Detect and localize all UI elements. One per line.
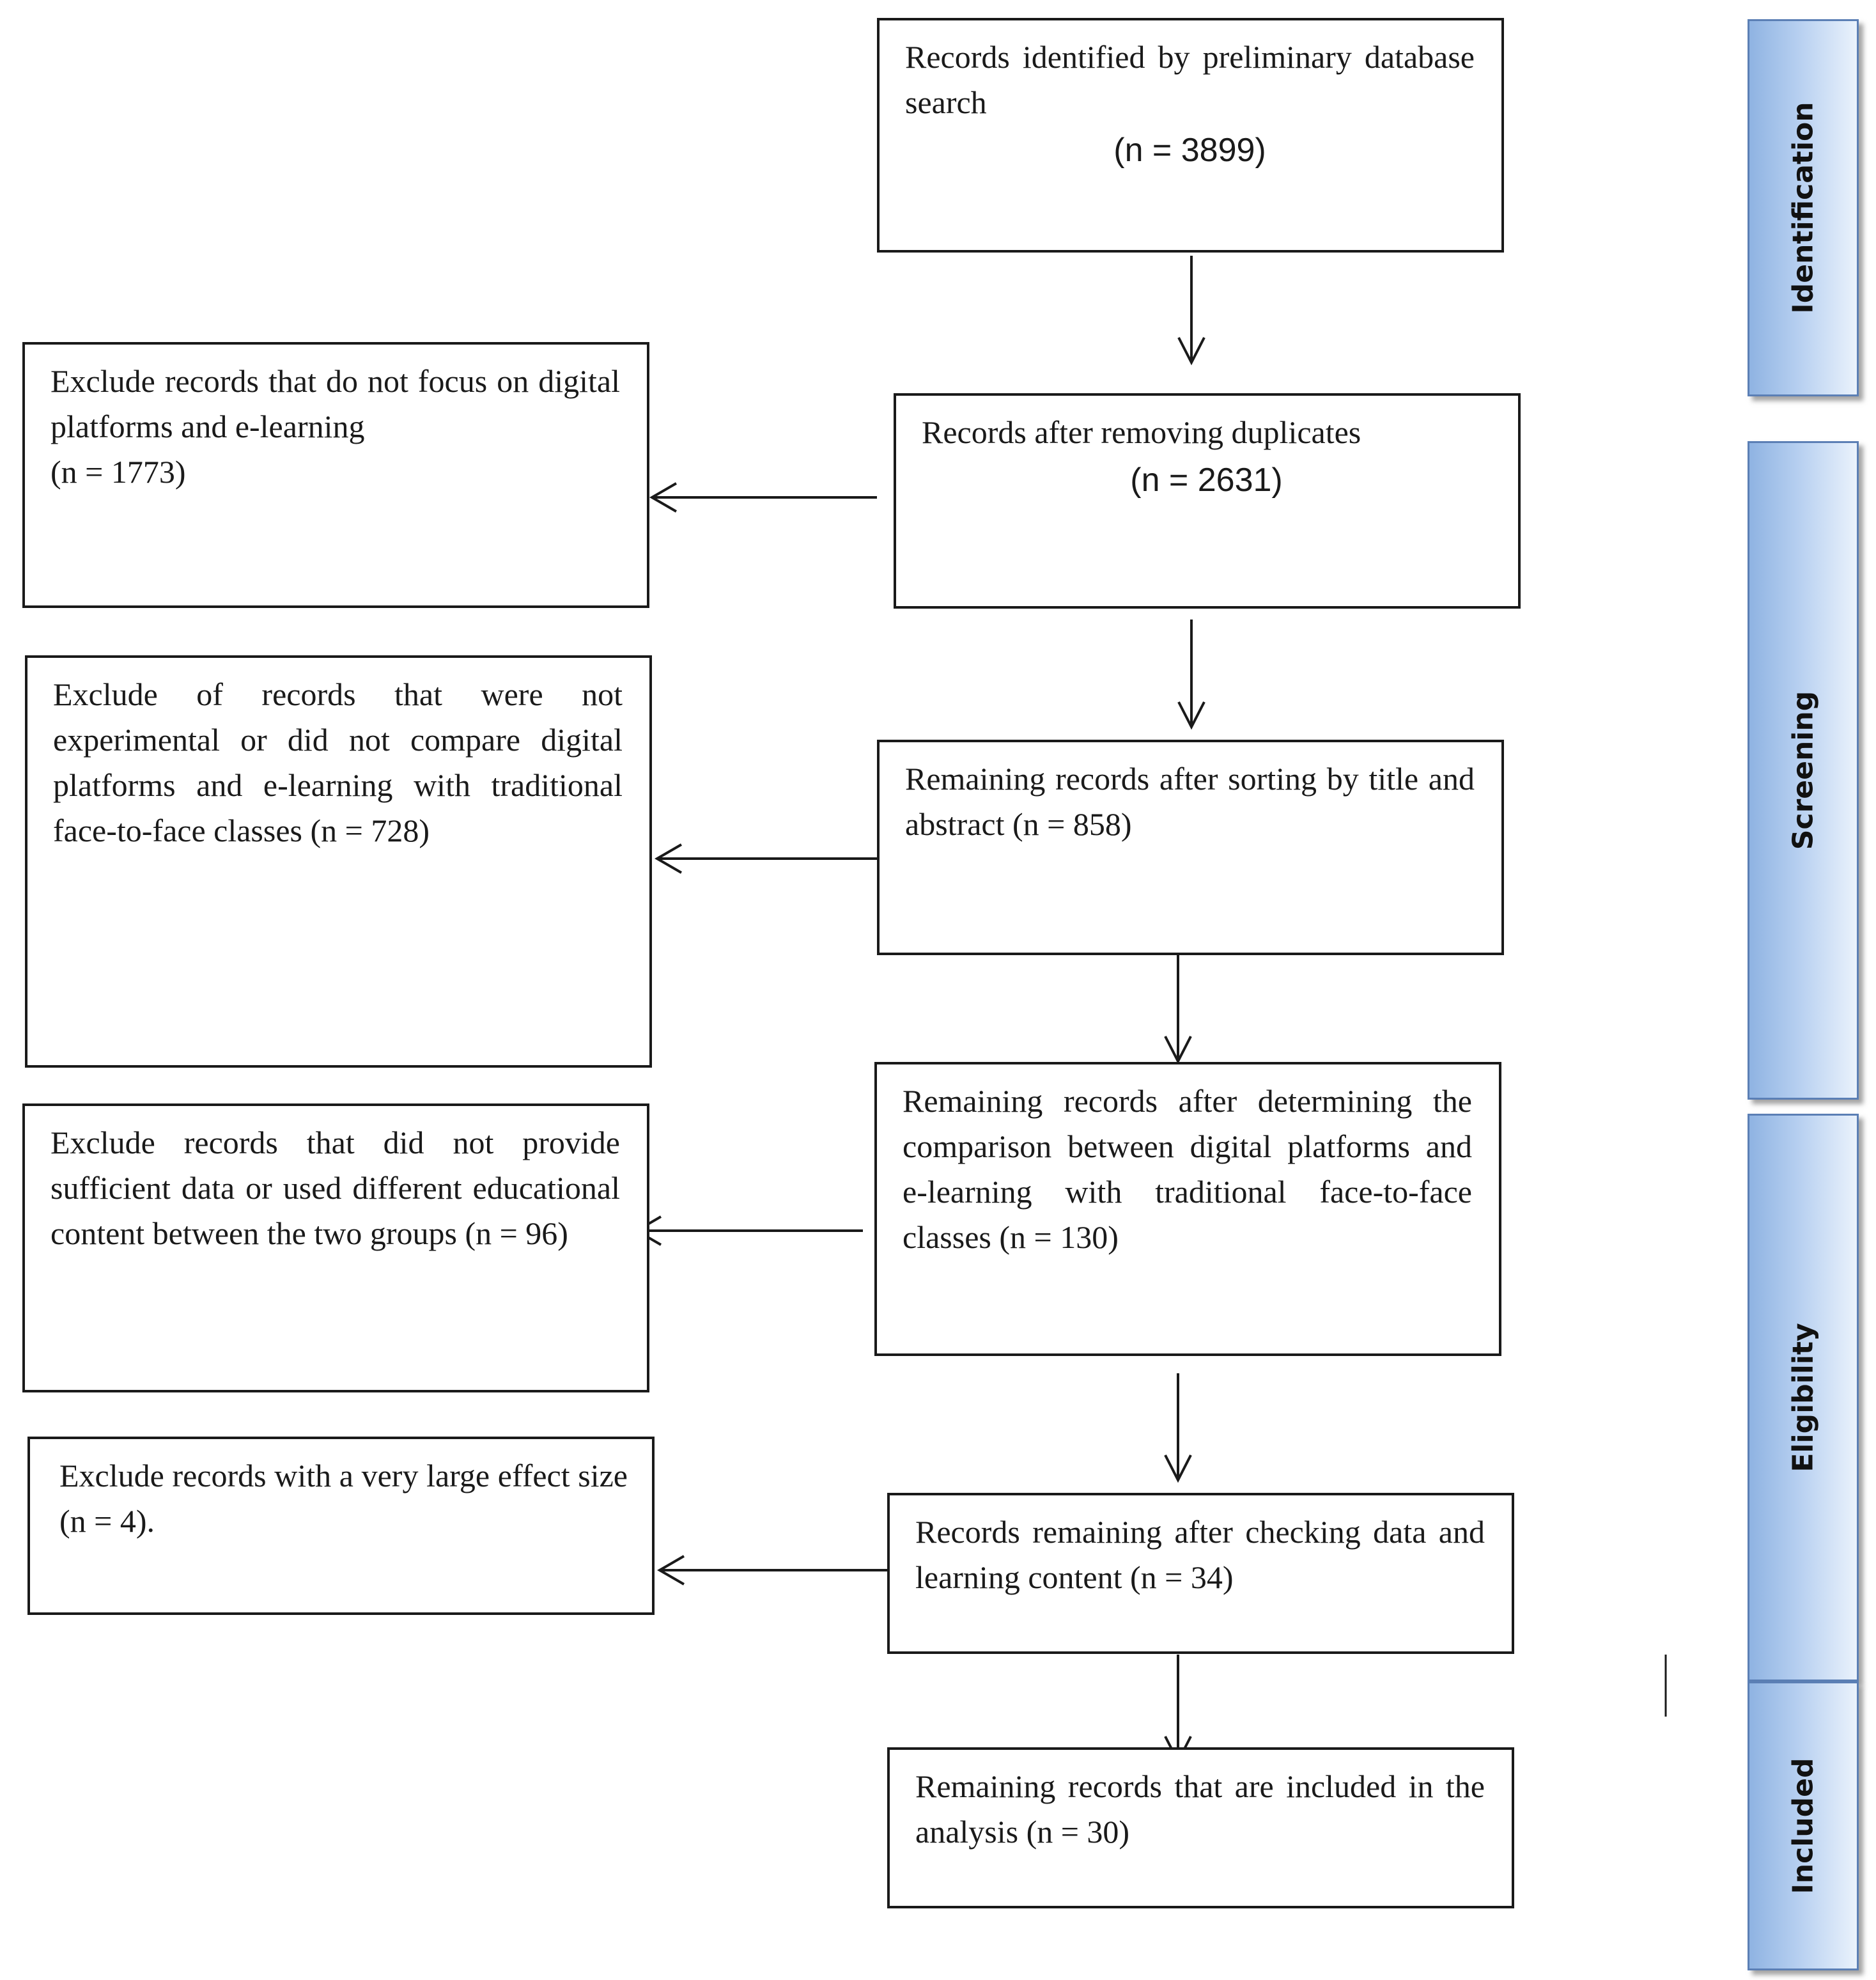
box-checked-text: Records remaining after checking data an… [915, 1514, 1485, 1595]
box-comparison: Remaining records after determining the … [874, 1062, 1501, 1356]
box-records-dedup-count: (n = 2631) [1130, 462, 1283, 499]
arrow-comparison-to-checked [1164, 1373, 1192, 1483]
stage-eligibility-label: Eligibility [1787, 1323, 1820, 1472]
arrow-to-excl-effect [657, 1555, 887, 1586]
stage-eligibility: Eligibility [1748, 1114, 1859, 1681]
box-excl-effect-text: Exclude records with a very large effect… [59, 1458, 628, 1539]
box-excl-experimental-text: Exclude of records that were not experim… [53, 676, 623, 848]
arrow-to-excl-data [634, 1215, 863, 1246]
box-comparison-text: Remaining records after determining the … [903, 1083, 1472, 1255]
box-included-text: Remaining records that are included in t… [915, 1768, 1485, 1850]
stage-screening-label: Screening [1787, 690, 1820, 850]
box-title-abstract: Remaining records after sorting by title… [877, 740, 1504, 955]
box-excl-data: Exclude records that did not provide suf… [22, 1103, 649, 1392]
arrow-identified-to-dedup [1177, 256, 1205, 366]
arrow-to-excl-focus [649, 482, 877, 513]
arrow-checked-to-included [1164, 1655, 1192, 1765]
stage-included-label: Included [1787, 1758, 1820, 1894]
box-records-identified: Records identified by preliminary databa… [877, 18, 1504, 253]
box-excl-experimental: Exclude of records that were not experim… [25, 655, 652, 1068]
box-included: Remaining records that are included in t… [887, 1747, 1514, 1908]
stage-identification-label: Identification [1787, 102, 1820, 314]
box-excl-focus-count: (n = 1773) [50, 454, 186, 490]
arrow-title-abstract-to-comparison [1164, 954, 1192, 1064]
stage-included: Included [1748, 1681, 1859, 1970]
box-records-identified-count: (n = 3899) [1113, 132, 1266, 169]
box-records-identified-text: Records identified by preliminary databa… [905, 39, 1475, 120]
arrow-to-excl-experimental [655, 843, 883, 874]
box-excl-focus-text: Exclude records that do not focus on dig… [50, 363, 620, 444]
arrow-dedup-to-title-abstract [1177, 620, 1205, 730]
box-records-dedup-text: Records after removing duplicates [922, 414, 1361, 450]
stage-screening: Screening [1748, 441, 1859, 1100]
box-records-dedup: Records after removing duplicates (n = 2… [894, 393, 1521, 609]
stage-identification: Identification [1748, 19, 1859, 396]
box-checked: Records remaining after checking data an… [887, 1493, 1514, 1654]
box-excl-data-text: Exclude records that did not provide suf… [50, 1125, 620, 1251]
box-title-abstract-text: Remaining records after sorting by title… [905, 761, 1475, 842]
box-excl-effect: Exclude records with a very large effect… [27, 1437, 655, 1615]
box-excl-focus: Exclude records that do not focus on dig… [22, 342, 649, 608]
